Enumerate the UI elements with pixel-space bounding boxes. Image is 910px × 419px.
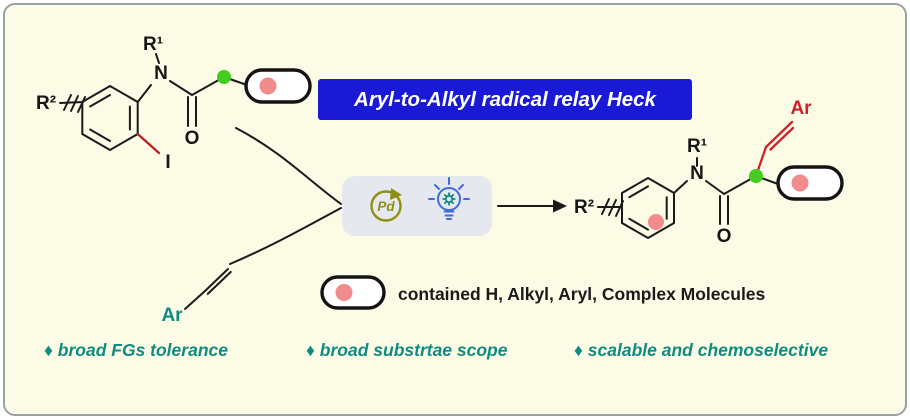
- reaction-arrowhead: [553, 199, 567, 213]
- styrene-bonds: [184, 268, 232, 310]
- bulb-rays: [428, 177, 470, 200]
- substrate-radical-green-dot: [217, 70, 231, 84]
- substrate-iodide-bond: [136, 132, 161, 155]
- styrene-structure: Ar: [161, 268, 232, 326]
- substrate-o-label: O: [185, 128, 200, 149]
- catalyst-box-bg: [342, 176, 492, 236]
- product-o-label: O: [717, 226, 732, 247]
- substrate-n-label: N: [154, 63, 168, 84]
- substrate-capsule-pink-dot: [259, 77, 277, 95]
- product-hash-marks: [601, 198, 624, 217]
- substrate-bonds: [59, 53, 248, 152]
- catalyst-box: Pd: [342, 176, 492, 236]
- bullet-scalable-chemoselective: ♦ scalable and chemoselective: [574, 340, 829, 360]
- title-banner: Aryl-to-Alkyl radical relay Heck: [318, 79, 692, 120]
- substrate-r1-label: R¹: [143, 34, 163, 55]
- legend-capsule: [320, 275, 386, 310]
- reaction-arrow: [497, 199, 567, 213]
- product-r1-label: R¹: [687, 136, 707, 157]
- substrate-structure: R¹ N R² O I: [36, 34, 312, 173]
- styrene-ar-label: Ar: [161, 305, 183, 326]
- substrate-capsule: [244, 68, 312, 104]
- substrate-hash-marks: [63, 94, 86, 113]
- bulb-glass: [437, 187, 461, 211]
- pd-label: Pd: [377, 199, 395, 214]
- substrate-r2-label: R²: [36, 93, 56, 114]
- product-capsule: [776, 165, 844, 201]
- bulb-gear: [442, 192, 456, 206]
- product-ring-pink-dot: [648, 214, 664, 230]
- merge-curve-top: [235, 127, 342, 205]
- title-banner-text: Aryl-to-Alkyl radical relay Heck: [354, 87, 656, 111]
- capsule-legend-text: contained H, Alkyl, Aryl, Complex Molecu…: [398, 284, 766, 304]
- legend-capsule-pink-dot: [335, 284, 353, 301]
- product-ar-label: Ar: [790, 98, 812, 119]
- product-bonds: [597, 157, 779, 240]
- bullet-fgs-tolerance: ♦ broad FGs tolerance: [44, 340, 228, 360]
- light-bulb-icon: [428, 177, 470, 220]
- product-radical-green-dot: [749, 169, 763, 183]
- pd-cycle-arrowhead: [390, 188, 402, 200]
- bulb-base: [443, 210, 455, 220]
- merge-curve-bottom: [229, 207, 342, 265]
- bullet-substrate-scope: ♦ broad substrtae scope: [306, 340, 508, 360]
- substrate-i-label: I: [165, 152, 170, 173]
- product-structure: R² N R¹ O Ar: [574, 98, 844, 247]
- pd-cycle-ring: [370, 190, 402, 222]
- pd-cycle-icon: Pd: [370, 188, 402, 222]
- product-r2-label: R²: [574, 197, 594, 218]
- product-n-label: N: [690, 163, 704, 184]
- product-capsule-pink-dot: [791, 174, 809, 192]
- legend-capsule-shape: [320, 275, 386, 310]
